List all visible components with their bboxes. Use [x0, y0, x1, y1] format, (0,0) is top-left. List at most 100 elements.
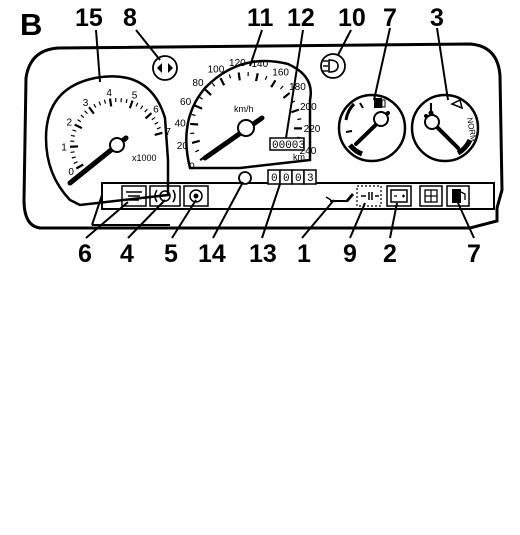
speedometer-label: 240: [300, 146, 317, 157]
tachometer-label: 0: [68, 167, 74, 178]
battery-icon: [386, 185, 412, 207]
callout-6: 6: [78, 240, 92, 268]
speedometer-label: 140: [251, 59, 268, 70]
tachometer-tick: [128, 100, 134, 109]
callout-13: 13: [249, 240, 277, 268]
svg-text:NORM: NORM: [465, 117, 478, 143]
speedometer-tick: [191, 139, 201, 144]
section-letter: B: [20, 7, 42, 42]
trip-digit-3: 0: [295, 173, 302, 185]
callout-9: 9: [343, 240, 357, 268]
tachometer-tick: [135, 102, 139, 107]
speedometer-label: 220: [304, 124, 321, 135]
speedometer-tick: [198, 96, 203, 100]
speedometer-label: 80: [192, 78, 204, 89]
speedometer-tick: [194, 104, 203, 110]
speedometer-label: 180: [289, 82, 306, 93]
dashboard-outline: [22, 42, 504, 230]
tachometer-tick: [140, 105, 144, 110]
tachometer-label: 7: [165, 127, 171, 138]
tachometer-tick: [125, 98, 128, 104]
tachometer-tick: [88, 106, 95, 115]
tachometer-tick: [151, 116, 156, 121]
speedometer-label: 0: [189, 161, 195, 172]
speedometer-tick: [279, 85, 284, 90]
callout-15: 15: [75, 4, 103, 32]
tachometer-tick: [77, 119, 82, 123]
trip-digit-1: 0: [271, 173, 278, 185]
leader-lines: [85, 27, 475, 239]
callout-10: 10: [338, 4, 366, 32]
tachometer-tick: [70, 134, 76, 137]
speedometer-label: 60: [180, 97, 192, 108]
tachometer-hub: [109, 137, 125, 153]
callout-14: 14: [198, 240, 226, 268]
tachometer-label: 2: [66, 118, 72, 129]
callout-11: 11: [247, 4, 274, 32]
temperature-icon: [426, 103, 436, 117]
speedometer-label: 20: [177, 141, 189, 152]
odometer-unit: km: [293, 152, 305, 162]
trip-digit-2: 0: [283, 173, 290, 185]
speedometer-unit: km/h: [234, 104, 254, 114]
tachometer-tick: [156, 126, 161, 130]
tachometer-tick: [80, 114, 85, 119]
tachometer-tick: [70, 151, 75, 154]
tachometer-label: 4: [106, 88, 112, 99]
tachometer-tick: [154, 121, 159, 125]
speedometer-tick: [237, 72, 241, 81]
tachometer-label: 5: [132, 90, 138, 101]
callout-8: 8: [123, 4, 137, 32]
tachometer-tick: [71, 156, 76, 159]
headlight-icon: [320, 53, 346, 79]
rear-defrost-icon: [121, 185, 147, 207]
tachometer-tick: [103, 99, 107, 104]
tachometer-tick: [98, 101, 102, 106]
speedometer-hub: [237, 119, 255, 137]
tachometer-tick: [75, 163, 84, 170]
callout-2: 2: [383, 240, 397, 268]
speedometer-tick: [211, 82, 216, 87]
speedometer-label: 160: [272, 67, 289, 78]
tachometer-label: 3: [83, 98, 89, 109]
speedometer-tick: [270, 79, 277, 88]
tachometer-tick: [84, 110, 88, 115]
oil-can-icon: [325, 193, 354, 202]
fuel-gauge: [337, 93, 407, 163]
tachometer-tick: [72, 129, 77, 132]
speedometer-tick: [228, 74, 232, 79]
odometer-reading: 00003: [272, 140, 305, 152]
trip-counter: 0 0 0 3: [267, 169, 317, 185]
speedometer-tick: [264, 75, 268, 80]
glow-plug-icon: [356, 185, 382, 207]
tachometer-tick: [144, 112, 153, 120]
tachometer-tick: [154, 131, 163, 136]
callout-12: 12: [287, 4, 315, 32]
tachometer-tick: [108, 98, 113, 107]
callout-7-top: 7: [383, 4, 397, 32]
speedometer-label: 200: [300, 102, 317, 113]
tachometer-unit: x1000: [132, 153, 157, 163]
speedometer-label: 100: [208, 65, 225, 76]
temp-normal-label: NORM: [465, 117, 478, 143]
speedometer-label: 40: [175, 119, 187, 130]
callout-7-bottom: 7: [467, 240, 481, 268]
speedometer-tick: [282, 92, 291, 99]
callout-5: 5: [164, 240, 178, 268]
speedometer-tick: [290, 108, 300, 114]
trip-digit-4: 3: [307, 173, 314, 185]
speedometer-tick: [204, 88, 212, 96]
tachometer-tick: [74, 123, 83, 130]
handbrake-icon: [183, 185, 209, 207]
tachometer-label: 6: [153, 104, 159, 115]
fuel-pump-icon: [374, 98, 386, 108]
speedometer-tick: [254, 73, 259, 82]
speedometer-tick: [219, 77, 226, 86]
low-fuel-icon: [446, 185, 470, 207]
speedometer-label: 120: [229, 58, 246, 69]
brake-icon: [149, 185, 181, 207]
speedometer-tick: [191, 113, 196, 117]
